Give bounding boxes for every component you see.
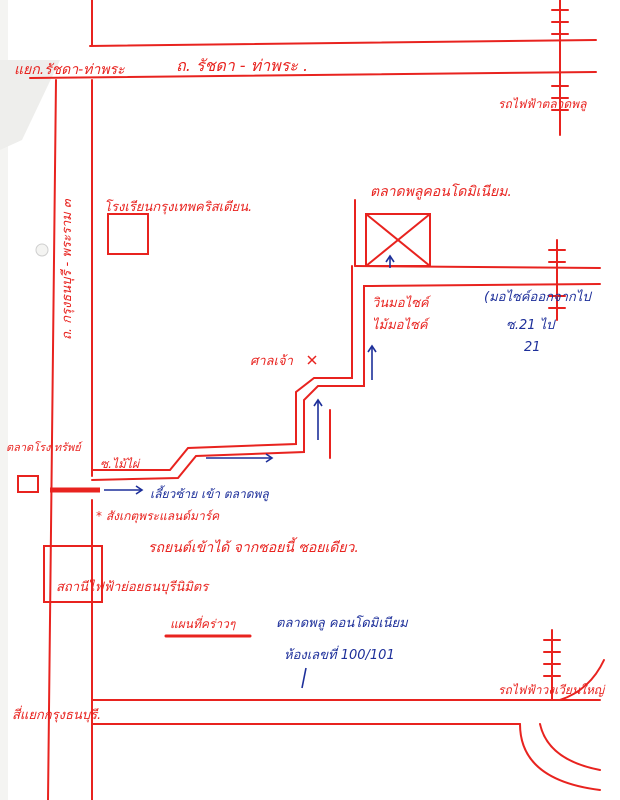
power-office-box <box>43 545 103 603</box>
bus-label-top-right: รถไฟฟ้าตลาดพลู <box>498 97 587 111</box>
roundabout-arc <box>559 659 605 701</box>
road-line <box>29 71 597 79</box>
roundabout-arc <box>519 723 601 791</box>
mot-label: (มอไซค์ออกจากไป <box>484 290 591 305</box>
direction-note: รถยนต์เข้าได้ จากซอยนี้ ซอยเดียว. <box>148 540 359 556</box>
road-line <box>47 79 57 800</box>
route-outer <box>91 265 353 471</box>
market-box <box>365 213 431 267</box>
route-arrow-head <box>135 485 144 495</box>
route-arrow-head <box>313 398 323 407</box>
road-line <box>371 283 601 287</box>
route-arrow-head <box>265 453 274 463</box>
note-star: * สังเกตุพระแลนด์มาร์ค <box>96 509 220 523</box>
route-arrow-head <box>367 344 377 353</box>
road-label-top-right: ถ. รัชดา - ท่าพระ . <box>176 56 309 75</box>
road-label-bottom-left: สี่แยกกรุงธนบุรี. <box>12 708 102 723</box>
market-label: ตลาดพลูคอนโดมิเนียม. <box>370 184 512 200</box>
community-label: วินมอไซค์ <box>372 296 429 311</box>
small-box <box>17 475 39 493</box>
x-mark <box>307 355 317 365</box>
punch-hole <box>35 243 49 257</box>
route-arrow-head <box>385 254 395 263</box>
map-sheet <box>8 0 620 800</box>
power-office-label: สถานีไฟฟ้าย่อยธนบุรีนิมิตร <box>56 580 209 595</box>
route-inner <box>91 285 373 481</box>
fork-label: ศาลเจ้า <box>250 354 293 369</box>
legend-title: แผนที่คร่าวๆ <box>170 617 236 631</box>
mot-label-2: ซ.21 ไป <box>506 318 555 333</box>
condo-label: ไม้มอไซค์ <box>372 318 428 333</box>
road-line <box>89 39 597 47</box>
address-line-1: ตลาดพลู คอนโดมิเนียม <box>276 616 408 631</box>
turn-label: เลี้ยวซ้าย เข้า ตลาดพลู <box>150 487 269 501</box>
market-cross <box>365 213 431 267</box>
address-line-2: ห้องเลขที่ 100/101 <box>284 648 395 663</box>
bus-label-bottom-right: รถไฟฟ้าวงเวียนใหญ่ <box>498 683 605 697</box>
school-box <box>107 213 149 255</box>
road-label-top-left: แยก.รัชดา-ท่าพระ <box>14 62 125 78</box>
paper-fold <box>0 60 60 150</box>
tree-label: ตลาดโรง ทรัพย์ <box>6 441 81 454</box>
number-21: 21 <box>524 340 541 355</box>
route-arrow <box>301 667 307 689</box>
school-label: โรงเรียนกรุงเทพคริสเตียน. <box>104 200 253 215</box>
road-label-left-vertical: ถ. กรุงธนบุรี - พระราม ๓ <box>60 199 75 340</box>
soi-label: ซ.ไม้ไผ่ <box>100 457 139 471</box>
roundabout-arc <box>539 723 601 771</box>
